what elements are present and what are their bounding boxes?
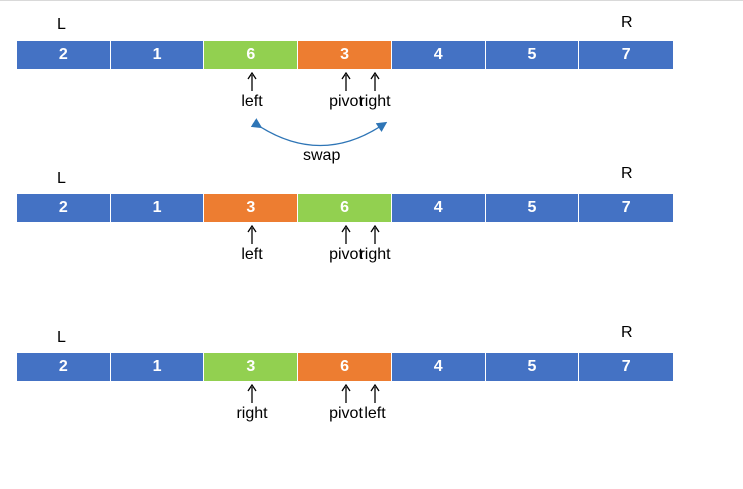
up-arrow-icon	[370, 72, 380, 91]
pointer-pivot: pivot	[316, 72, 376, 112]
array-cell: 5	[485, 194, 580, 222]
up-arrow-icon	[341, 225, 351, 244]
array-cell: 2	[17, 194, 111, 222]
array-cell: 3	[204, 353, 299, 381]
pointer-pivot: pivot	[316, 225, 376, 265]
pointer-right: right	[345, 72, 405, 112]
array-cell: 2	[17, 353, 111, 381]
array-cell: 7	[579, 353, 674, 381]
pointer-label: left	[241, 246, 263, 263]
pointer-label: pivot	[329, 93, 363, 110]
up-arrow-icon	[341, 72, 351, 91]
pointer-left: left	[222, 225, 282, 265]
pointer-label: left	[364, 405, 386, 422]
pointer-label: left	[241, 93, 263, 110]
range-start-label: L	[57, 16, 66, 33]
pointer-label: right	[359, 246, 391, 263]
array-cell: 7	[579, 194, 674, 222]
array-cell: 2	[17, 41, 111, 69]
array-cell: 5	[485, 353, 580, 381]
pointer-label: right	[236, 405, 268, 422]
array-cell: 3	[298, 41, 392, 69]
pointer-left: left	[222, 72, 282, 112]
array-cell: 6	[298, 194, 392, 222]
array-cell: 1	[110, 353, 205, 381]
array-cell: 4	[391, 353, 486, 381]
array-cell: 5	[485, 41, 580, 69]
pointer-label: right	[359, 93, 391, 110]
pointer-pivot: pivot	[316, 384, 376, 424]
array-cell: 4	[391, 41, 486, 69]
pointer-right: right	[345, 225, 405, 265]
up-arrow-icon	[247, 72, 257, 91]
pointer-label: pivot	[329, 405, 363, 422]
range-start-label: L	[57, 329, 66, 346]
array-cell: 3	[204, 194, 299, 222]
pointer-label: pivot	[329, 246, 363, 263]
top-border-line	[0, 0, 743, 1]
array-cell: 6	[298, 353, 392, 381]
pointer-right: right	[222, 384, 282, 424]
range-end-label: R	[621, 14, 633, 31]
up-arrow-icon	[247, 384, 257, 403]
array-cell: 6	[204, 41, 299, 69]
array-cell: 7	[579, 41, 674, 69]
array-cell: 1	[110, 194, 205, 222]
range-end-label: R	[621, 165, 633, 182]
swap-label: swap	[303, 147, 341, 164]
up-arrow-icon	[341, 384, 351, 403]
array-cell: 4	[391, 194, 486, 222]
up-arrow-icon	[247, 225, 257, 244]
up-arrow-icon	[370, 384, 380, 403]
array-cell: 1	[110, 41, 205, 69]
up-arrow-icon	[370, 225, 380, 244]
pointer-left: left	[345, 384, 405, 424]
range-start-label: L	[57, 170, 66, 187]
range-end-label: R	[621, 324, 633, 341]
